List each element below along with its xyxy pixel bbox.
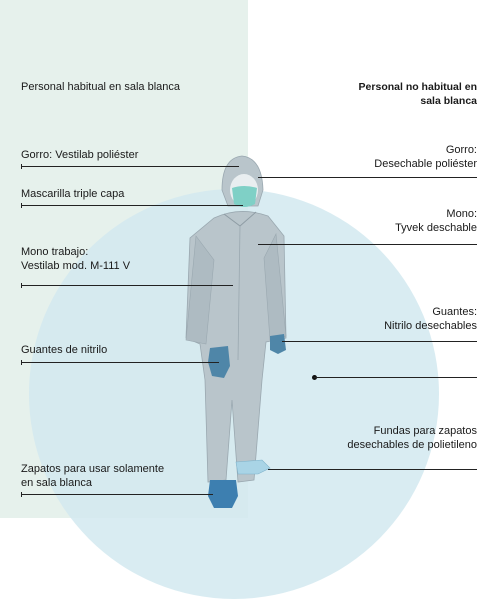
suit-left-sleeve: [185, 235, 215, 345]
left-label-shoes: Zapatos para usar solamente en sala blan…: [21, 463, 165, 489]
right-column-header: Personal no habitual en sala blanca: [358, 81, 477, 107]
left-leader-mask-tick: [21, 203, 22, 208]
left-label-suit: Mono trabajo: Vestilab mod. M-111 V: [21, 246, 131, 272]
cleanroom-person-illustration: [185, 155, 287, 508]
right-label-cap: Gorro: Desechable poliéster: [374, 144, 477, 170]
left-label-mask: Mascarilla triple capa: [21, 188, 125, 200]
face-mask: [232, 186, 257, 207]
left-leader-suit-tick: [21, 283, 22, 288]
right-glove: [270, 334, 286, 354]
right-leader-dot: [314, 377, 477, 378]
clean-room-shoe: [208, 480, 238, 508]
left-leader-gloves-tick: [21, 360, 22, 365]
left-label-gloves: Guantes de nitrilo: [21, 344, 108, 356]
right-label-suit: Mono: Tyvek deschable: [395, 208, 477, 234]
right-label-gloves: Guantes: Nitrilo desechables: [384, 306, 477, 332]
right-leader-gloves: [282, 341, 477, 342]
left-leader-cap: [21, 166, 239, 167]
right-leader-suit: [258, 244, 477, 245]
left-column-header: Personal habitual en sala blanca: [21, 81, 181, 93]
left-leader-cap-tick: [21, 164, 22, 169]
right-leader-cap: [258, 177, 477, 178]
left-label-cap: Gorro: Vestilab poliéster: [21, 149, 139, 161]
left-leader-mask: [21, 205, 243, 206]
left-leader-shoes-tick: [21, 492, 22, 497]
shoe-cover: [235, 459, 271, 475]
suit-zipper: [237, 225, 241, 361]
right-leader-shoe-covers: [268, 469, 477, 470]
left-glove: [208, 346, 230, 378]
left-leader-gloves: [21, 362, 219, 363]
right-label-shoe-covers: Fundas para zapatos desechables de polie…: [347, 425, 477, 451]
left-leader-suit: [21, 285, 233, 286]
left-leader-shoes: [21, 494, 213, 495]
